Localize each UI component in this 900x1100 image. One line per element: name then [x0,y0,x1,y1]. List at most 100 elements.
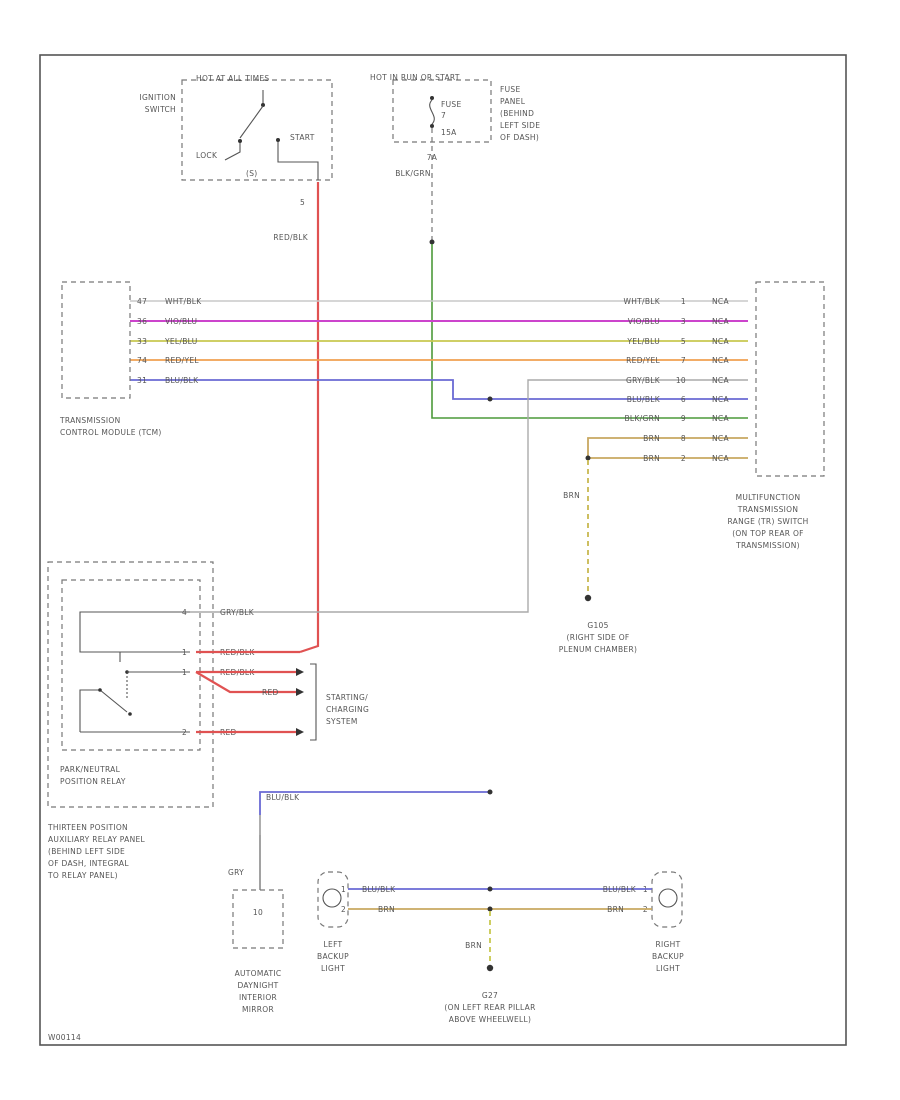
tr-switch-box [755,281,825,477]
tr-wire-label-2: VIO/BLU [628,317,660,326]
right-light-title-2: BACKUP [652,952,684,961]
diagram-frame [39,54,847,1046]
ignition-lock-terminal [238,139,242,143]
relay-title-1: PARK/NEUTRAL [60,765,121,774]
fuse-label: FUSE [441,100,462,109]
tr-wire-label-5: GRY/BLK [626,376,661,385]
pn-relay-box [61,579,201,751]
left-pin-top: 1 [341,885,346,894]
tcm-title-1: TRANSMISSION [59,416,121,425]
red-blk-ignition-wire [299,182,320,654]
ignition-switch: HOT AT ALL TIMES IGNITION SWITCH LOCK ST… [139,74,333,181]
tcm-wire-label-1: WHT/BLK [165,297,202,306]
red-blk-wire-label: RED/BLK [273,233,308,242]
tcm-pin-1: 47 [137,297,147,306]
charging-arrow-1 [296,668,304,676]
tr-pin-6: 6 [681,395,686,404]
gry-blk-wire [190,379,748,613]
left-backup-bulb-icon [322,888,342,908]
charging-arrow-2 [296,688,304,696]
tcm-pin-4: 74 [137,356,147,365]
ignition-title-2: SWITCH [145,105,176,114]
charging-line-2: CHARGING [326,705,369,714]
tr-wire-label-1: WHT/BLK [623,297,660,306]
diagram-id: W00114 [48,1033,81,1042]
brn-backup-splice [487,906,493,912]
mirror-title-2: DAYNIGHT [237,981,278,990]
tr-conn-1: NCA [712,297,729,306]
ignition-start-lead [277,142,319,180]
tcm-pin-5: 31 [137,376,147,385]
wire-runs: 5 RED/BLK BRN [130,182,748,654]
fuse-bottom-terminal [430,124,434,128]
tcm-wire-label-5: BLU/BLK [165,376,199,385]
ignition-top-terminal [261,103,265,107]
ignition-pin-label: (S) [246,169,258,178]
blu-blk-wire [130,379,748,400]
mirror-title-4: MIRROR [242,1005,274,1014]
g27-ground-symbol [486,964,494,972]
left-blu-blk-label: BLU/BLK [362,885,396,894]
blu-blk-mirror-wire [259,791,490,815]
red-wire-label: RED [262,688,279,697]
tr-conn-6: NCA [712,395,729,404]
right-backup-light-box [651,871,683,928]
tr-wire-label-4: RED/YEL [626,356,660,365]
left-light-title-2: BACKUP [317,952,349,961]
ignition-lock-label: LOCK [196,151,218,160]
charging-line-1: STARTING/ [326,693,368,702]
relay-contact-arm [79,689,128,732]
tr-title-3: RANGE (TR) SWITCH [727,517,808,526]
fuse-desc-5: OF DASH) [500,133,539,142]
gry-wire-label: GRY [228,868,244,877]
fuse-element-symbol [429,99,435,125]
left-brn-label: BRN [378,905,395,914]
fuse-desc-4: LEFT SIDE [500,121,540,130]
blu-blk-backup-splice [487,886,493,892]
red-blk-pin-label: 5 [300,198,305,207]
tcm-wire-label-3: YEL/BLU [164,337,198,346]
tr-wire-label-8: BRN [643,434,660,443]
left-light-title-1: LEFT [324,940,343,949]
fuse-desc-1: FUSE [500,85,521,94]
tcm-wire-label-2: VIO/BLU [165,317,197,326]
tr-conn-7: NCA [712,414,729,423]
brn-splice [585,455,591,461]
mirror-pin: 10 [253,908,263,917]
fuse-panel-box [392,79,492,143]
tr-title-2: TRANSMISSION [737,505,799,514]
tr-switch: WHT/BLK 1 NCA VIO/BLU 3 NCA YEL/BLU 5 NC… [623,281,825,550]
tr-pin-7: 9 [681,414,686,423]
blk-grn-wire [431,244,748,419]
tcm-module: 47 WHT/BLK 36 VIO/BLU 33 YEL/BLU 74 RED/… [59,281,202,437]
fuse-header: HOT IN RUN OR START [370,73,460,82]
tr-title-1: MULTIFUNCTION [736,493,801,502]
tcm-pin-rows: 47 WHT/BLK 36 VIO/BLU 33 YEL/BLU 74 RED/… [137,297,202,385]
tr-title-5: TRANSMISSION) [735,541,800,550]
panel-desc-4: OF DASH, INTEGRAL [48,859,129,868]
g27-desc-1: (ON LEFT REAR PILLAR [444,1003,535,1012]
tcm-pin-3: 33 [137,337,147,346]
relay-pin-2: 1 [182,648,187,657]
panel-desc-1: THIRTEEN POSITION [47,823,128,832]
tcm-wire-label-4: RED/YEL [165,356,199,365]
charging-arrow-3 [296,728,304,736]
right-light-title-3: LIGHT [656,964,680,973]
tr-wire-label-6: BLU/BLK [627,395,661,404]
charging-bracket [310,663,317,741]
red-to-charging-wire [195,671,300,694]
tr-pin-4: 7 [681,356,686,365]
tr-title-4: (ON TOP REAR OF [732,529,804,538]
g27-brn-label: BRN [465,941,482,950]
right-light-title-1: RIGHT [656,940,681,949]
right-blu-blk-label: BLU/BLK [603,885,637,894]
g27-desc-2: ABOVE WHEELWELL) [449,1015,531,1024]
relay-panel: 4 GRY/BLK 1 RED/BLK 1 RED/BLK 2 RED RED … [47,561,369,880]
backup-light-circuit: BLU/BLK GRY 10 AUTOMATIC DAYNIGHT INTERI… [228,789,684,1024]
relay-pin-4: 2 [182,728,187,737]
fuse-rating: 15A [441,128,457,137]
ignition-title-1: IGNITION [139,93,176,102]
ignition-switch-blade [239,105,264,139]
relay-wire-label-1: GRY/BLK [220,608,255,617]
